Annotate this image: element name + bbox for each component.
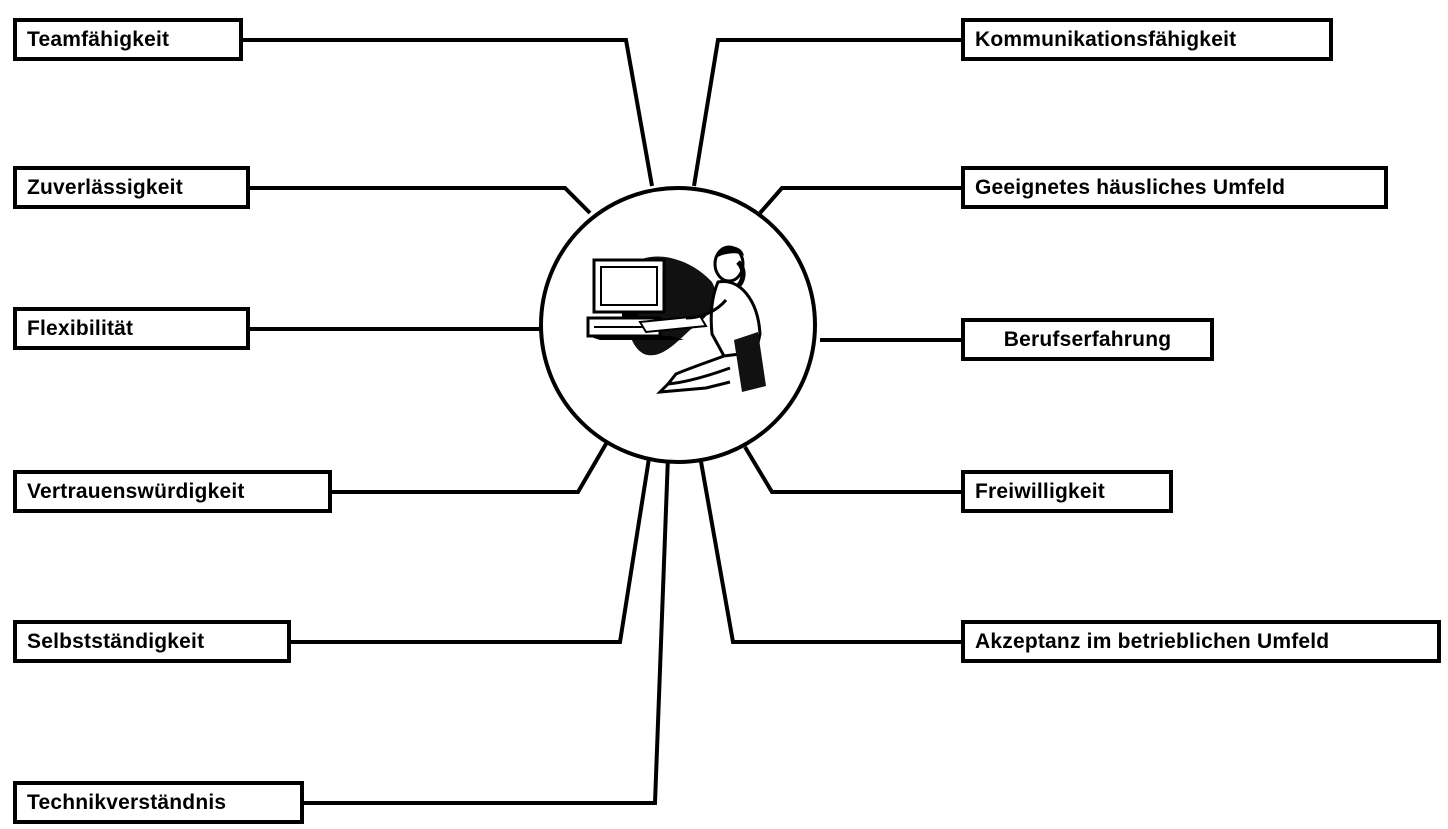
label-text: Selbstständigkeit <box>27 629 205 653</box>
connector-lines <box>242 38 962 805</box>
label-text: Teamfähigkeit <box>27 27 170 51</box>
label-flexibilitaet: Flexibilität <box>13 307 250 350</box>
label-freiwilligkeit: Freiwilligkeit <box>961 470 1173 513</box>
label-text: Akzeptanz im betrieblichen Umfeld <box>975 629 1330 653</box>
label-selbststaendigkeit: Selbstständigkeit <box>13 620 291 663</box>
connector-freiwilligkeit <box>743 445 962 494</box>
label-text: Berufserfahrung <box>1003 327 1172 351</box>
person-at-computer-icon <box>586 245 766 394</box>
connector-vertrauenswuerdigkeit <box>331 435 612 494</box>
label-text: Freiwilligkeit <box>975 479 1105 503</box>
label-text: Vertrauenswürdigkeit <box>27 479 245 503</box>
connector-technikverstaendnis <box>303 455 670 805</box>
label-vertrauenswuerdigkeit: Vertrauenswürdigkeit <box>13 470 332 513</box>
connector-zuverlaessigkeit <box>249 186 592 215</box>
connector-akzeptanz <box>698 455 962 644</box>
label-berufserfahrung: Berufserfahrung <box>961 318 1214 361</box>
label-technikverstaendnis: Technikverständnis <box>13 781 304 824</box>
label-akzeptanz: Akzeptanz im betrieblichen Umfeld <box>961 620 1441 663</box>
label-zuverlaessigkeit: Zuverlässigkeit <box>13 166 250 209</box>
connector-kommunikationsfaehigkeit <box>692 38 962 187</box>
label-text: Zuverlässigkeit <box>27 175 183 199</box>
connector-selbststaendigkeit <box>290 451 652 644</box>
connector-haeusliches-umfeld <box>758 186 962 215</box>
label-text: Flexibilität <box>27 316 134 340</box>
label-haeusliches-umfeld: Geeignetes häusliches Umfeld <box>961 166 1388 209</box>
label-text: Kommunikationsfähigkeit <box>975 27 1237 51</box>
label-teamfaehigkeit: Teamfähigkeit <box>13 18 243 61</box>
connector-teamfaehigkeit <box>242 38 654 187</box>
label-text: Technikverständnis <box>27 790 227 814</box>
label-text: Geeignetes häusliches Umfeld <box>975 175 1286 199</box>
label-kommunikationsfaehigkeit: Kommunikationsfähigkeit <box>961 18 1333 61</box>
